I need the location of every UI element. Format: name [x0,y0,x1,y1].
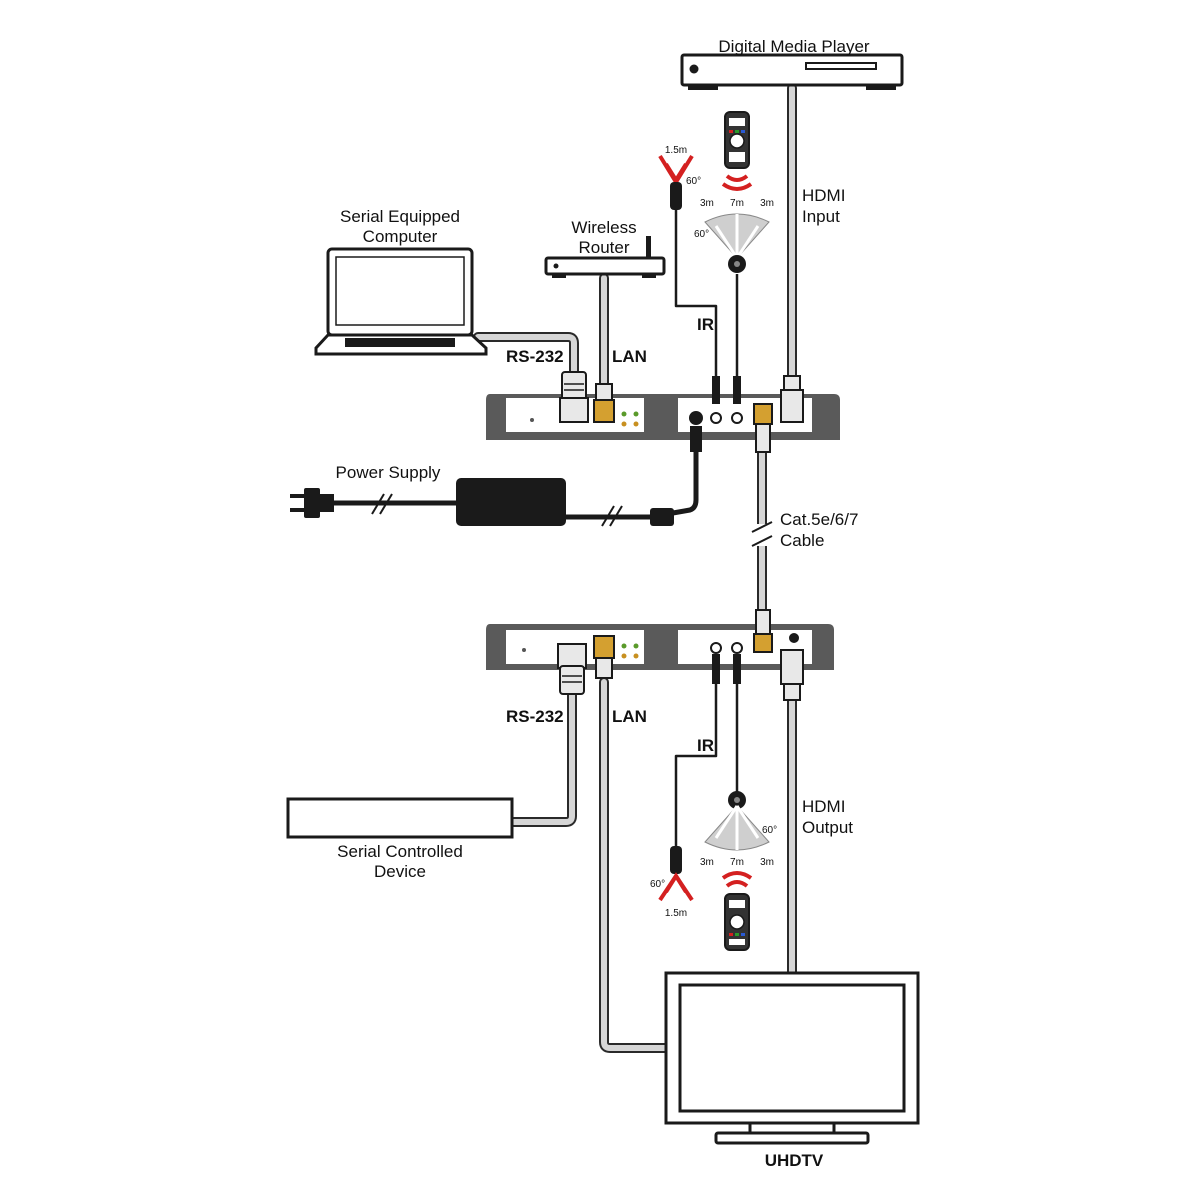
hdmi-input-label-line1: HDMI [802,186,845,205]
cat-cable-break [751,521,773,547]
ir-blaster-range-top: 1.5m [665,145,687,156]
hdmi-connector-output [780,649,804,701]
lan-connector-bottom [593,635,615,679]
computer-label-line1: Serial Equipped [340,207,460,226]
ir-receiver-right-range-bottom: 3m [760,857,774,868]
media-player-label: Digital Media Player [718,37,870,56]
ir-blaster-emitter-bottom [658,846,694,902]
cord-break-marks [371,493,623,527]
wireless-router [544,236,666,278]
router-label-line1: Wireless [571,218,636,237]
rs232-cable-bottom [509,687,577,827]
lan-top-label: LAN [612,347,647,366]
ir-remote-signal-bottom [721,871,753,888]
hdmi-output-label-line1: HDMI [802,797,845,816]
router-label-line2: Router [578,238,629,257]
ir-blaster-wire-bottom [674,680,718,846]
cat-cable-label-line2: Cable [780,531,824,550]
ir-receiver-left-range-bottom: 3m [700,857,714,868]
ir-receiver-left-range-top: 3m [700,198,714,209]
remote-control-top [724,111,750,169]
ir-receiver-angle-bottom: 60° [762,825,777,836]
hdmi-connector-input [780,375,804,423]
serial-device-label-line2: Device [374,862,426,881]
ir-receiver-eye-top [728,255,746,273]
hdmi-input-label-line2: Input [802,207,840,226]
cat-cable-label-line1: Cat.5e/6/7 [780,510,858,529]
power-supply-label: Power Supply [336,463,441,482]
ir-blaster-angle-top: 60° [686,176,701,187]
serial-computer [314,247,488,356]
ir-receiver-eye-bottom [728,791,746,809]
tv-label: UHDTV [765,1151,824,1170]
ir-receiver-right-range-top: 3m [760,198,774,209]
ir-blaster-angle-bottom: 60° [650,879,665,890]
ir-bottom-label: IR [697,736,714,755]
uhd-tv [664,971,920,1145]
ir-receiver-range-fan-top [704,213,770,259]
ir-blaster-wire-top [674,210,718,378]
ir-receiver-connector-bottom [733,654,741,684]
computer-label-line2: Computer [363,227,438,246]
rs232-connector-bottom [557,643,587,695]
digital-media-player [680,53,904,90]
power-adapter [456,478,566,526]
lan-cable-bottom [599,677,673,1053]
hdmi-output-label-line2: Output [802,818,853,837]
power-cord-dc [566,450,699,520]
rs232-top-label: RS-232 [506,347,564,366]
ir-receiver-center-range-bottom: 7m [730,857,744,868]
hdbaset-connector-tx [753,403,773,453]
ferrite-bead [650,508,674,526]
serial-controlled-device [286,797,514,839]
ir-receiver-connector-top [733,376,741,404]
rs232-cable-top [473,332,579,377]
ir-blaster-emitter-top [658,154,694,210]
ir-remote-signal-top [721,174,753,191]
ir-top-label: IR [697,315,714,334]
rs232-bottom-label: RS-232 [506,707,564,726]
lan-connector-top [593,383,615,423]
ir-receiver-angle-top: 60° [694,229,709,240]
power-connector-dc [690,426,702,452]
ir-blaster-range-bottom: 1.5m [665,908,687,919]
rs232-connector-top [559,371,589,423]
lan-bottom-label: LAN [612,707,647,726]
ir-receiver-range-fan-bottom [704,805,770,851]
ir-receiver-center-range-top: 7m [730,198,744,209]
ir-blaster-connector-bottom [712,654,720,684]
remote-control-bottom [724,893,750,951]
serial-device-label-line1: Serial Controlled [337,842,463,861]
ac-plug [290,488,334,518]
ir-blaster-connector-top [712,376,720,404]
hdbaset-connector-rx [753,609,773,653]
